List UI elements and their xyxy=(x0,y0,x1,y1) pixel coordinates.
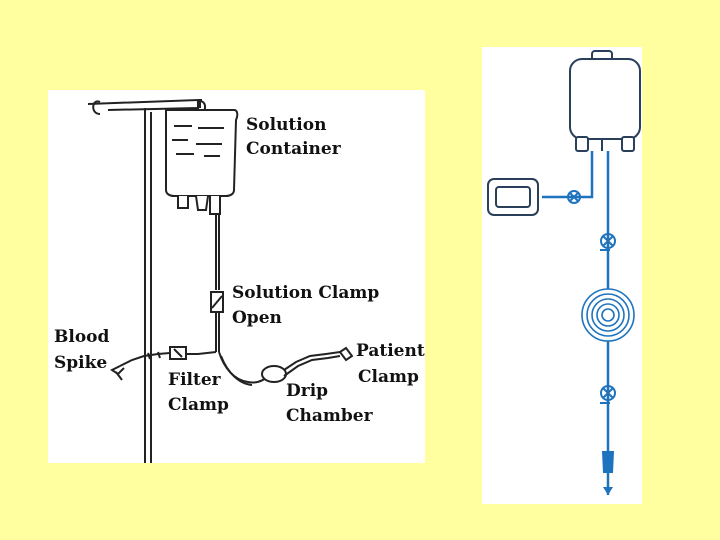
coiled-tubing-icon xyxy=(581,288,635,342)
iv-pole xyxy=(87,98,206,463)
blood-spike-branch xyxy=(110,346,217,381)
iv-bag-icon xyxy=(569,50,641,152)
solution-container-bag xyxy=(165,99,239,215)
label-patient-clamp: Clamp xyxy=(358,367,419,387)
secondary-device-icon xyxy=(487,178,539,216)
label-open: Open xyxy=(232,308,282,328)
upper-clamp-icon xyxy=(600,233,616,251)
iv-set-drawing: Solution Container Solution Clamp Open B… xyxy=(54,98,425,463)
label-solution: Solution xyxy=(246,115,326,135)
drip-chamber xyxy=(261,365,287,383)
main-tubing xyxy=(210,214,224,352)
label-spike: Spike xyxy=(54,353,107,373)
label-patient: Patient xyxy=(356,341,425,361)
iv-schematic xyxy=(487,50,641,495)
iv-set-diagram-right xyxy=(482,47,642,504)
spike-tip-icon xyxy=(602,451,614,495)
patient-branch xyxy=(218,346,354,386)
patient-clamp-tip xyxy=(338,346,354,362)
label-filter-clamp: Clamp xyxy=(168,395,229,415)
label-solution-clamp: Solution Clamp xyxy=(232,283,379,303)
label-filter: Filter xyxy=(168,370,222,390)
iv-set-diagram-left: Solution Container Solution Clamp Open B… xyxy=(48,90,425,463)
label-chamber: Chamber xyxy=(286,406,374,426)
label-container: Container xyxy=(246,139,342,159)
label-blood: Blood xyxy=(54,327,110,347)
lower-clamp-icon xyxy=(600,385,616,404)
roller-clamp-icon xyxy=(567,190,581,204)
label-drip: Drip xyxy=(286,381,328,401)
